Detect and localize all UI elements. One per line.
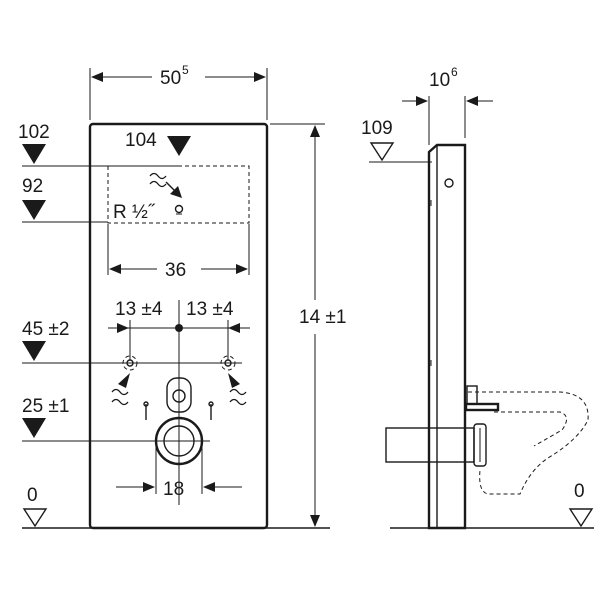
side-bracket-plate [464,402,500,412]
side-level-0-marker [568,508,594,528]
depth-dim-label: 10 [429,70,450,91]
offset-arrow-left [117,323,129,333]
level-45-marker [22,341,46,361]
outlet-left-waves [111,388,129,406]
side-level-0-label: 0 [574,481,585,502]
side-toilet-seat [494,411,567,447]
dim-18-arrow-left [143,482,155,492]
level-92-marker [22,200,46,220]
level-104-label: 104 [125,130,157,151]
side-module-frame [427,143,467,530]
depth-dim-superscript: 6 [451,65,458,79]
thread-label: R ½˝ [113,202,156,223]
water-arrow-head [170,186,182,198]
flush-pipe-slot [166,377,192,413]
width-dim-arrow-right [254,72,266,82]
depth-dim-arrow-right [466,96,478,106]
front-level-0-marker [22,508,48,528]
width-dim-arrow-left [91,72,103,82]
level-45-label: 45 ±2 [22,319,69,340]
level-102-label: 102 [18,122,50,143]
side-flush-button [444,178,454,188]
dim-36-arrow-left [109,264,121,274]
flush-pipe-hole [172,389,186,403]
dim-18-label: 18 [163,479,184,500]
water-connection-zone [107,165,250,224]
front-level-0-label: 0 [27,485,38,506]
height-dim-arrow-top [310,125,320,137]
side-bracket [466,385,478,405]
side-toilet-bowl [468,391,589,495]
bolt-right-head [208,401,214,407]
dim-36-label: 36 [165,260,186,281]
level-25-marker [22,418,46,438]
dim-36-arrow-right [236,264,248,274]
level-92-label: 92 [22,176,43,197]
outlet-left [122,355,138,371]
height-dim-arrow-bottom [310,515,320,527]
level-102-marker [22,144,46,164]
depth-dim-arrow-left [416,96,428,106]
bolt-left-head [143,401,149,407]
outlet-right-arrow [228,373,240,388]
outlet-left-arrow [118,373,130,388]
level-104-marker [167,136,191,156]
outlet-right-waves [229,388,247,406]
level-25-label: 25 ±1 [22,396,69,417]
offset-arrow-right [228,323,240,333]
outlet-right [220,355,236,371]
width-dim-superscript: 5 [182,63,189,77]
offset-left-label: 13 ±4 [115,299,163,320]
height-dim-label: 14 ±1 [299,307,346,328]
level-109-marker [369,142,395,162]
side-waste-connector [473,423,487,467]
front-view: 50 5 102 104 R ½˝ 92 36 13 ±4 13 ±4 [18,63,346,530]
width-dim-label: 50 [160,68,181,89]
outlet-left-core [126,359,134,367]
dim-18-arrow-right [203,482,215,492]
side-view: 10 6 109 0 [361,65,594,530]
level-109-label: 109 [361,118,393,139]
outlet-right-core [224,359,232,367]
valve-icon [174,204,184,214]
center-point [175,324,183,332]
offset-right-label: 13 ±4 [186,299,234,320]
water-supply-icon [149,172,167,188]
